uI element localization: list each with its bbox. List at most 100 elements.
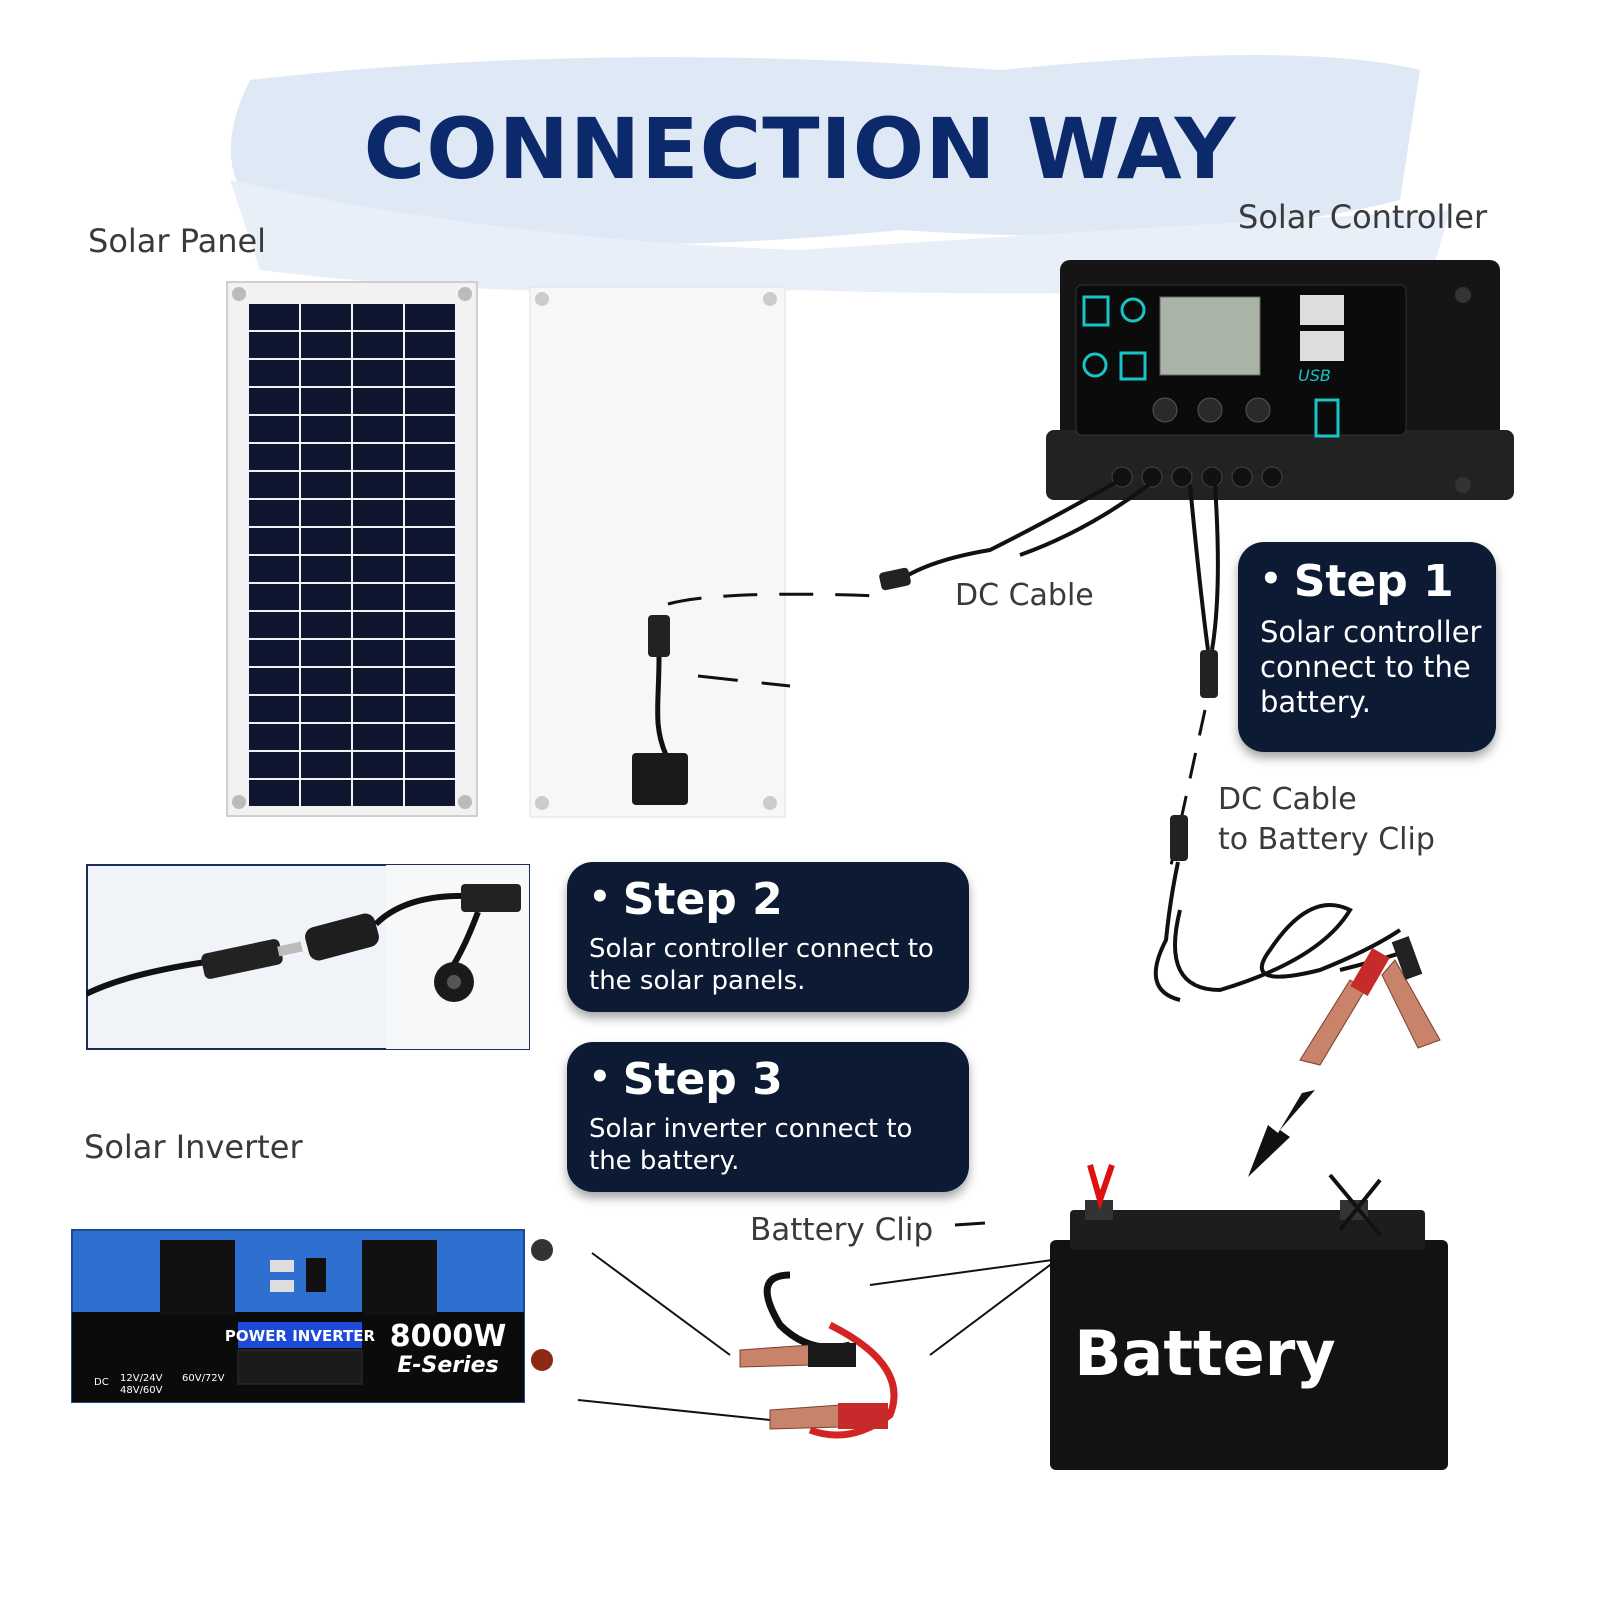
usb-label: USB — [1298, 366, 1331, 385]
solar-cell — [249, 668, 299, 694]
solar-controller-label: Solar Controller — [1238, 198, 1488, 236]
solar-cell — [249, 500, 299, 526]
battery-clip-image — [739, 1271, 898, 1439]
inverter-voltage-opt3: 48V/60V — [120, 1385, 163, 1396]
solar-cell — [301, 472, 351, 498]
solar-cell — [301, 360, 351, 386]
solar-cell — [405, 584, 455, 610]
inverter-series-text: E-Series — [397, 1353, 498, 1378]
solar-cell — [353, 584, 403, 610]
solar-cell — [405, 640, 455, 666]
page-title: CONNECTION WAY — [363, 100, 1237, 198]
solar-cell — [353, 388, 403, 414]
solar-cell — [301, 416, 351, 442]
solar-cell — [249, 444, 299, 470]
solar-panel-front-image — [226, 281, 478, 817]
solar-cell — [249, 612, 299, 638]
solar-cell — [249, 640, 299, 666]
solar-cell — [353, 612, 403, 638]
solar-cell — [249, 472, 299, 498]
solar-cell — [249, 416, 299, 442]
step-1-title: •Step 1 — [1260, 556, 1454, 607]
solar-cell — [353, 416, 403, 442]
solar-cell — [353, 528, 403, 554]
solar-cell — [353, 724, 403, 750]
solar-cell — [405, 500, 455, 526]
solar-controller-image: USB — [1046, 260, 1514, 500]
solar-panel-back-image — [529, 286, 786, 818]
step-3-card: •Step 3 Solar inverter connect to the ba… — [567, 1042, 969, 1192]
solar-cell — [301, 668, 351, 694]
inverter-power-text: 8000W — [390, 1319, 507, 1354]
solar-cell — [301, 528, 351, 554]
solar-cell — [405, 472, 455, 498]
dc-cable-label: DC Cable — [955, 578, 1094, 613]
solar-cell — [249, 360, 299, 386]
inverter-dc-label: DC — [94, 1377, 109, 1388]
solar-cell — [353, 752, 403, 778]
solar-cell — [249, 332, 299, 358]
solar-cell — [301, 724, 351, 750]
battery-label: Battery — [1074, 1317, 1335, 1390]
solar-cell — [249, 780, 299, 806]
solar-cell — [301, 752, 351, 778]
inverter-brand-text: POWER INVERTER — [225, 1327, 376, 1345]
solar-cell — [405, 668, 455, 694]
solar-cell — [301, 500, 351, 526]
step-1-text: Solar controller connect to the battery. — [1260, 615, 1482, 719]
solar-cell — [249, 696, 299, 722]
solar-cell — [353, 668, 403, 694]
arrow-down-icon — [1248, 1090, 1315, 1177]
solar-cell — [249, 584, 299, 610]
solar-cell — [353, 472, 403, 498]
solar-cell — [405, 752, 455, 778]
solar-cell — [405, 332, 455, 358]
solar-inverter-image: POWER INVERTER 8000W E-Series DC 12V/24V… — [71, 1229, 553, 1403]
dc-cable-dashed-line — [667, 592, 881, 688]
step-3-text: Solar inverter connect to the battery. — [589, 1114, 913, 1176]
dc-connector-photo — [86, 864, 530, 1050]
solar-cell — [405, 696, 455, 722]
solar-cell — [405, 360, 455, 386]
solar-inverter-label: Solar Inverter — [84, 1128, 303, 1166]
solar-cell — [405, 444, 455, 470]
solar-cell — [405, 780, 455, 806]
solar-cell — [301, 388, 351, 414]
solar-cell — [249, 388, 299, 414]
solar-cell — [249, 724, 299, 750]
step-1-card: •Step 1 Solar controller connect to the … — [1238, 542, 1496, 752]
solar-cell — [405, 416, 455, 442]
solar-cell — [301, 612, 351, 638]
solar-cell — [353, 780, 403, 806]
solar-panel-label: Solar Panel — [88, 222, 267, 260]
solar-cell — [301, 304, 351, 330]
solar-cell — [405, 612, 455, 638]
solar-cell — [405, 556, 455, 582]
dc-cable-to-battery-clip-label: DC Cable to Battery Clip — [1218, 782, 1435, 857]
solar-cell — [405, 304, 455, 330]
solar-cell — [301, 780, 351, 806]
solar-cell — [353, 332, 403, 358]
solar-cell — [249, 528, 299, 554]
solar-cell — [301, 556, 351, 582]
battery-clip-label: Battery Clip — [750, 1212, 934, 1248]
solar-cell — [353, 500, 403, 526]
solar-cell — [353, 640, 403, 666]
solar-cell — [353, 696, 403, 722]
solar-cell — [405, 388, 455, 414]
inverter-voltage-opt1: 12V/24V — [120, 1373, 163, 1384]
solar-cell — [301, 584, 351, 610]
solar-cell — [301, 332, 351, 358]
solar-cell — [353, 556, 403, 582]
solar-cell — [353, 360, 403, 386]
solar-cell — [405, 724, 455, 750]
battery-clip-cable-image — [1173, 903, 1441, 1066]
inverter-voltage-opt2: 60V/72V — [182, 1373, 225, 1384]
solar-cell — [301, 640, 351, 666]
solar-cell — [301, 444, 351, 470]
solar-cell — [249, 304, 299, 330]
step-2-card: •Step 2 Solar controller connect to the … — [567, 862, 969, 1012]
solar-cell — [353, 444, 403, 470]
step-2-text: Solar controller connect to the solar pa… — [589, 934, 934, 996]
solar-cell — [249, 556, 299, 582]
